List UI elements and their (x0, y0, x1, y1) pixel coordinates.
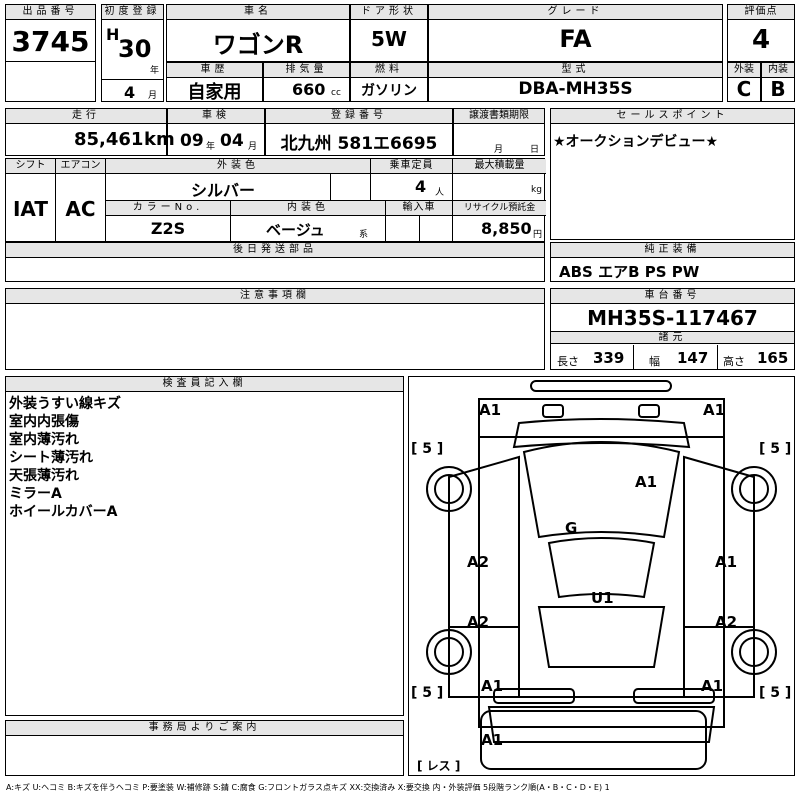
history: 自家用 (187, 82, 242, 103)
plate-box: 登録番号 北九州 581エ6695 (265, 108, 453, 156)
damage-mark-r2: A2 (715, 613, 738, 631)
capacity: 4 (415, 177, 427, 196)
mileage-box: 走行 85,461 km (5, 108, 175, 156)
fuel-box: 燃料 ガソリン (350, 62, 428, 102)
damage-mark-under: U1 (591, 589, 614, 607)
model: DBA-MH35S (518, 79, 633, 99)
tire-tr: [ 5 ] (759, 441, 792, 457)
inspector-line: ホイールカバーA (9, 504, 118, 520)
damage-mark-r1: A1 (715, 553, 738, 571)
inspector-line: ミラーA (9, 486, 62, 502)
width: 147 (677, 349, 709, 367)
name-label: 車名 (167, 5, 349, 20)
door-type: 5W (371, 27, 407, 51)
era: H (106, 25, 120, 44)
recycle-fee: 8,850 (481, 219, 532, 238)
inspector-line: シート薄汚れ (9, 450, 93, 466)
first-reg-label: 初度登録 (102, 5, 163, 20)
first-reg-year: 30 (118, 35, 152, 63)
legend: A:キズ U:ヘコミ B:キズを伴うヘコミ P:要塗装 W:補修跡 S:錆 C:… (6, 783, 610, 792)
car-outline (426, 380, 777, 770)
inspector-line: 室内薄汚れ (9, 432, 79, 448)
equipment-box: 純正装備 ABS エアB PS PW (550, 242, 795, 282)
tire-tl: [ 5 ] (411, 441, 444, 457)
interior-grade: B (770, 77, 786, 101)
mileage: 85,461 (74, 129, 144, 150)
lot-label: 出品番号 (6, 5, 95, 20)
inspector-line: 外装うすい線キズ (9, 396, 121, 412)
damage-mark-glass: G (565, 519, 578, 537)
score: 4 (751, 25, 771, 55)
exterior-grade: C (736, 77, 752, 101)
color-number: Z2S (150, 219, 186, 238)
score-box: 評価点 4 (727, 4, 795, 62)
damage-mark-l1: A2 (467, 553, 490, 571)
name-box: 車名 ワゴンR (166, 4, 350, 62)
first-reg-month: 4 (124, 83, 136, 102)
grade: FA (559, 25, 592, 53)
plate: 北九州 581エ6695 (280, 134, 438, 154)
inspection-year: 09 (180, 131, 204, 151)
inspector-box: 検査員記入欄 外装うすい線キズ 室内内張傷 室内薄汚れ シート薄汚れ 天張薄汚れ… (5, 376, 404, 716)
grade-box: グレード FA (428, 4, 723, 62)
interior-box: 内装 B (761, 62, 795, 102)
damage-mark-rr: A1 (701, 677, 724, 695)
exterior-color: シルバー (191, 181, 256, 200)
notes-box: 注意事項欄 (5, 288, 545, 370)
damage-mark-l2: A2 (467, 613, 490, 631)
length: 339 (593, 349, 625, 367)
inspection-box: 車検 09 年 04 月 (167, 108, 265, 156)
score-label: 評価点 (728, 5, 794, 20)
height: 165 (757, 349, 789, 367)
sales-point: ★オークションデビュー★ (553, 134, 719, 150)
later-parts-box: 後日発送部品 (5, 242, 545, 282)
shift: IAT (12, 197, 48, 221)
car-name: ワゴンR (212, 31, 304, 59)
interior-color: ベージュ (266, 221, 325, 239)
damage-mark-fl: A1 (479, 401, 502, 419)
inspector-line: 天張薄汚れ (9, 468, 79, 484)
chassis-number: MH35S-117467 (587, 306, 758, 330)
shift-block: シフト IAT エアコン AC 外装色 シルバー 乗車定員 4 人 最大積載量 … (5, 158, 546, 243)
damage-mark-rl: A1 (481, 677, 504, 695)
tire-bl: [ 5 ] (411, 685, 444, 701)
model-box: 型式 DBA-MH35S (428, 62, 723, 102)
inspector-line: 室内内張傷 (9, 414, 79, 430)
lot-number: 3745 (11, 25, 90, 58)
history-box: 車歴 自家用 (166, 62, 263, 103)
transfer-box: 譲渡書類期限 月 日 (453, 108, 545, 156)
damage-mark-fr: A1 (703, 401, 726, 419)
car-diagram: A1 A1 A1 G A2 A1 U1 A2 A2 A1 A1 A1 [ 5 ]… (408, 376, 795, 776)
spare-tire: [ レス ] (417, 759, 461, 773)
fuel: ガソリン (361, 83, 417, 99)
air-conditioner: AC (65, 197, 96, 221)
grade-label: グレード (429, 5, 722, 20)
equipment: ABS エアB PS PW (559, 263, 700, 281)
tire-br: [ 5 ] (759, 685, 792, 701)
office-box: 事務局よりご案内 (5, 720, 404, 776)
lot-box: 出品番号 3745 (5, 4, 96, 102)
damage-mark-rear: A1 (481, 731, 504, 749)
displacement-box: 排気量 660 cc (263, 62, 350, 102)
first-reg-box: 初度登録 H 30 年 4 月 (101, 4, 164, 102)
displacement: 660 (292, 80, 326, 99)
exterior-box: 外装 C (727, 62, 761, 102)
inspection-month: 04 (220, 131, 244, 151)
damage-mark-roof: A1 (635, 473, 658, 491)
sales-point-box: セールスポイント ★オークションデビュー★ (550, 108, 795, 240)
door-label: ドア形状 (351, 5, 427, 20)
door-box: ドア形状 5W (350, 4, 428, 62)
chassis-box: 車台番号 MH35S-117467 諸元 長さ 339 幅 147 高さ 165 (550, 288, 795, 370)
